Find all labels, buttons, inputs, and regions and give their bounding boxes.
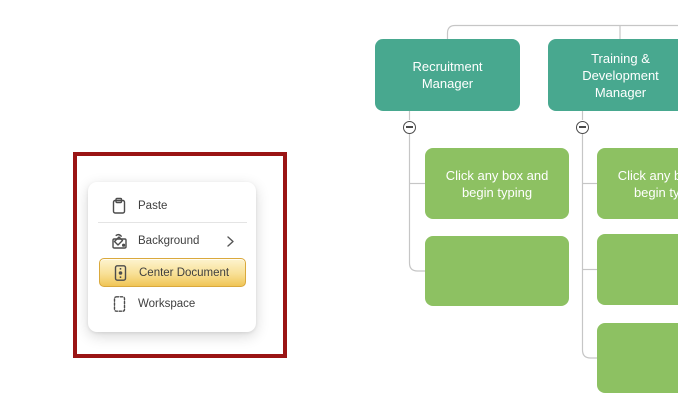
connector-left-spine [408, 134, 425, 272]
menu-item-background[interactable]: Background [99, 227, 246, 255]
connector-top-rail [446, 24, 678, 39]
menu-separator [98, 222, 247, 223]
menu-item-label: Workspace [138, 298, 196, 310]
org-box-empty[interactable] [597, 323, 678, 393]
org-box-placeholder[interactable]: Click any box and begin typing [597, 148, 678, 219]
menu-item-label: Paste [138, 200, 168, 212]
background-icon [112, 233, 127, 249]
menu-item-label: Background [138, 235, 200, 247]
workspace-icon [113, 296, 126, 312]
center-document-icon [114, 264, 127, 281]
menu-item-center-document[interactable]: Center Document [99, 258, 246, 287]
org-box-label: Click any box and begin typing [617, 167, 678, 200]
red-annotation-frame [73, 152, 287, 358]
org-box-label: Recruitment Manager [412, 59, 483, 91]
org-box-empty[interactable] [425, 236, 569, 306]
connector-right-spine [581, 134, 597, 359]
collapse-minus-button[interactable] [576, 120, 589, 134]
context-menu: Paste Background Center Document Workspa… [88, 182, 256, 332]
org-box-training-development-manager[interactable]: Training & Development Manager [548, 39, 678, 111]
menu-item-workspace[interactable]: Workspace [99, 289, 246, 319]
org-box-empty[interactable] [597, 234, 678, 305]
org-box-recruitment-manager[interactable]: Recruitment Manager [375, 39, 520, 111]
paste-icon [112, 197, 126, 214]
menu-item-label: Center Document [139, 266, 230, 279]
collapse-minus-button[interactable] [403, 120, 416, 134]
org-box-label: Click any box and begin typing [445, 167, 549, 200]
menu-item-paste[interactable]: Paste [99, 192, 246, 220]
org-box-placeholder[interactable]: Click any box and begin typing [425, 148, 569, 219]
org-box-label: Training & Development Manager [582, 50, 659, 100]
chevron-right-icon [227, 236, 234, 247]
